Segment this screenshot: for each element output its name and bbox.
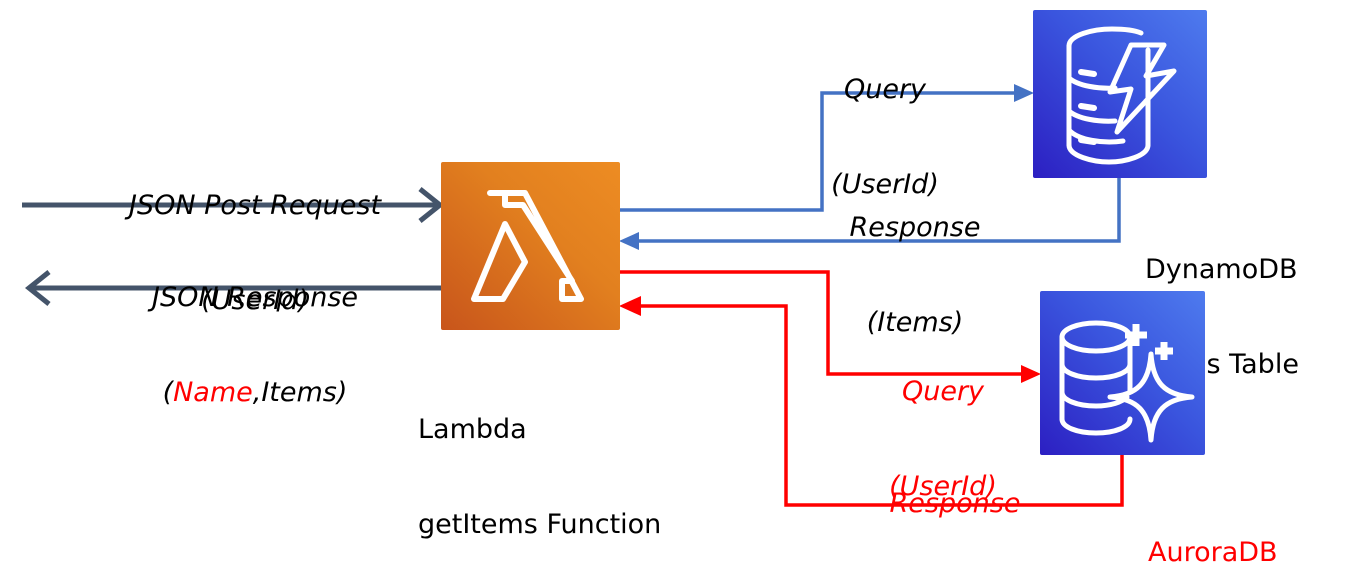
label-dynamo-query: Query (UserId) bbox=[780, 10, 990, 265]
arrow-dynamo-response bbox=[619, 178, 1121, 250]
arrow-aurora-query bbox=[620, 270, 1041, 383]
lambda-label-line1: Lambda bbox=[418, 413, 527, 445]
client-response-black-part: ,Items) bbox=[252, 377, 348, 409]
client-response-red-part: Name bbox=[173, 377, 253, 409]
client-response-line2: (Name,Items) bbox=[60, 377, 450, 409]
auroradb-label-line1: AuroraDB bbox=[1148, 536, 1278, 568]
lambda-label-line2: getItems Function bbox=[418, 509, 662, 541]
client-response-line1: JSON Response bbox=[151, 281, 359, 313]
lambda-node-tile[interactable] bbox=[441, 162, 620, 330]
aws-dynamodb-icon bbox=[1066, 26, 1177, 165]
dynamo-query-line1: Query bbox=[843, 73, 927, 105]
dynamo-response-line2: (Items) bbox=[866, 307, 964, 339]
arrow-aurora-response bbox=[619, 296, 1124, 507]
label-dynamo-response: Response (Items) bbox=[800, 148, 1030, 403]
dynamodb-node-tile[interactable] bbox=[1033, 10, 1207, 178]
aws-lambda-icon bbox=[471, 190, 584, 302]
label-aurora-query: Query (UserId) bbox=[838, 312, 1048, 567]
aurora-response-line1: Response bbox=[889, 487, 1021, 519]
aws-aurora-icon bbox=[1059, 320, 1195, 443]
arrow-dynamo-query bbox=[620, 84, 1034, 212]
auroradb-node-label: AuroraDB User Table bbox=[1148, 473, 1354, 578]
dynamo-response-line1: Response bbox=[849, 211, 981, 243]
client-request-line1: JSON Post Request bbox=[128, 189, 382, 221]
label-aurora-response: Response (Name) bbox=[840, 424, 1070, 578]
dynamodb-label-line1: DynamoDB bbox=[1145, 253, 1298, 285]
client-request-line2: (UserId) bbox=[201, 285, 309, 317]
dynamo-query-line2: (UserId) bbox=[831, 169, 939, 201]
arrow-client-response bbox=[24, 270, 441, 306]
label-client-request: JSON Post Request (UserId) bbox=[60, 126, 450, 381]
label-client-response: JSON Response (Name,Items) bbox=[60, 218, 450, 473]
lambda-node-label: Lambda getItems Function bbox=[418, 350, 708, 578]
arrow-client-request bbox=[22, 187, 445, 223]
aurora-query-line1: Query bbox=[901, 375, 985, 407]
client-response-paren-open: ( bbox=[162, 377, 174, 409]
aurora-query-line2: (UserId) bbox=[889, 471, 997, 503]
auroradb-node-tile[interactable] bbox=[1040, 291, 1205, 455]
